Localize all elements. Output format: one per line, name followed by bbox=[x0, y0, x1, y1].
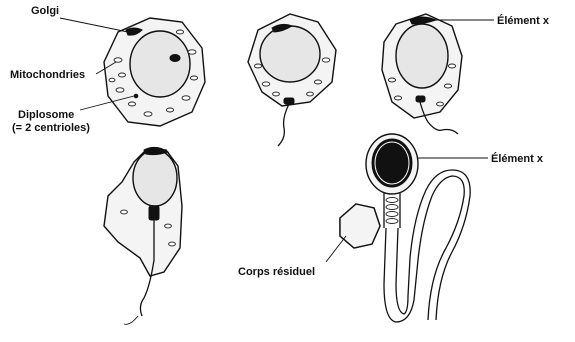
centriole bbox=[149, 206, 159, 220]
label-element-x-top: Élément x bbox=[436, 14, 550, 27]
nucleolus bbox=[170, 55, 180, 62]
spermatid-cell-2 bbox=[248, 14, 336, 146]
spermatid-cell-4 bbox=[104, 147, 182, 324]
centriole bbox=[416, 96, 425, 102]
element-x-top-label: Élément x bbox=[497, 14, 550, 27]
spermatid-cell-5 bbox=[340, 134, 470, 322]
flagellum bbox=[278, 104, 289, 146]
element-x-bottom-label: Élément x bbox=[491, 152, 544, 165]
midpiece-mitochondria bbox=[386, 198, 398, 224]
corps-residuel-label: Corps résiduel bbox=[238, 266, 315, 278]
diplosome-note: (= 2 centrioles) bbox=[12, 122, 90, 134]
mitochondries-label: Mitochondries bbox=[10, 69, 85, 81]
element-x-cap bbox=[144, 147, 168, 154]
spermatid-cell-3 bbox=[382, 14, 462, 134]
centriole bbox=[284, 98, 294, 104]
label-element-x-bottom: Élément x bbox=[418, 152, 544, 165]
condensed-nucleus bbox=[372, 139, 412, 187]
label-mitochondries: Mitochondries bbox=[10, 62, 116, 81]
spermatid-cell-1 bbox=[104, 18, 205, 126]
label-golgi: Golgi bbox=[31, 5, 128, 32]
flagellum-tip bbox=[124, 316, 138, 324]
golgi-label: Golgi bbox=[31, 5, 59, 17]
label-corps-residuel: Corps résiduel bbox=[238, 236, 346, 278]
diplosome-label: Diplosome bbox=[18, 109, 74, 121]
diplosome-dot bbox=[134, 94, 138, 98]
